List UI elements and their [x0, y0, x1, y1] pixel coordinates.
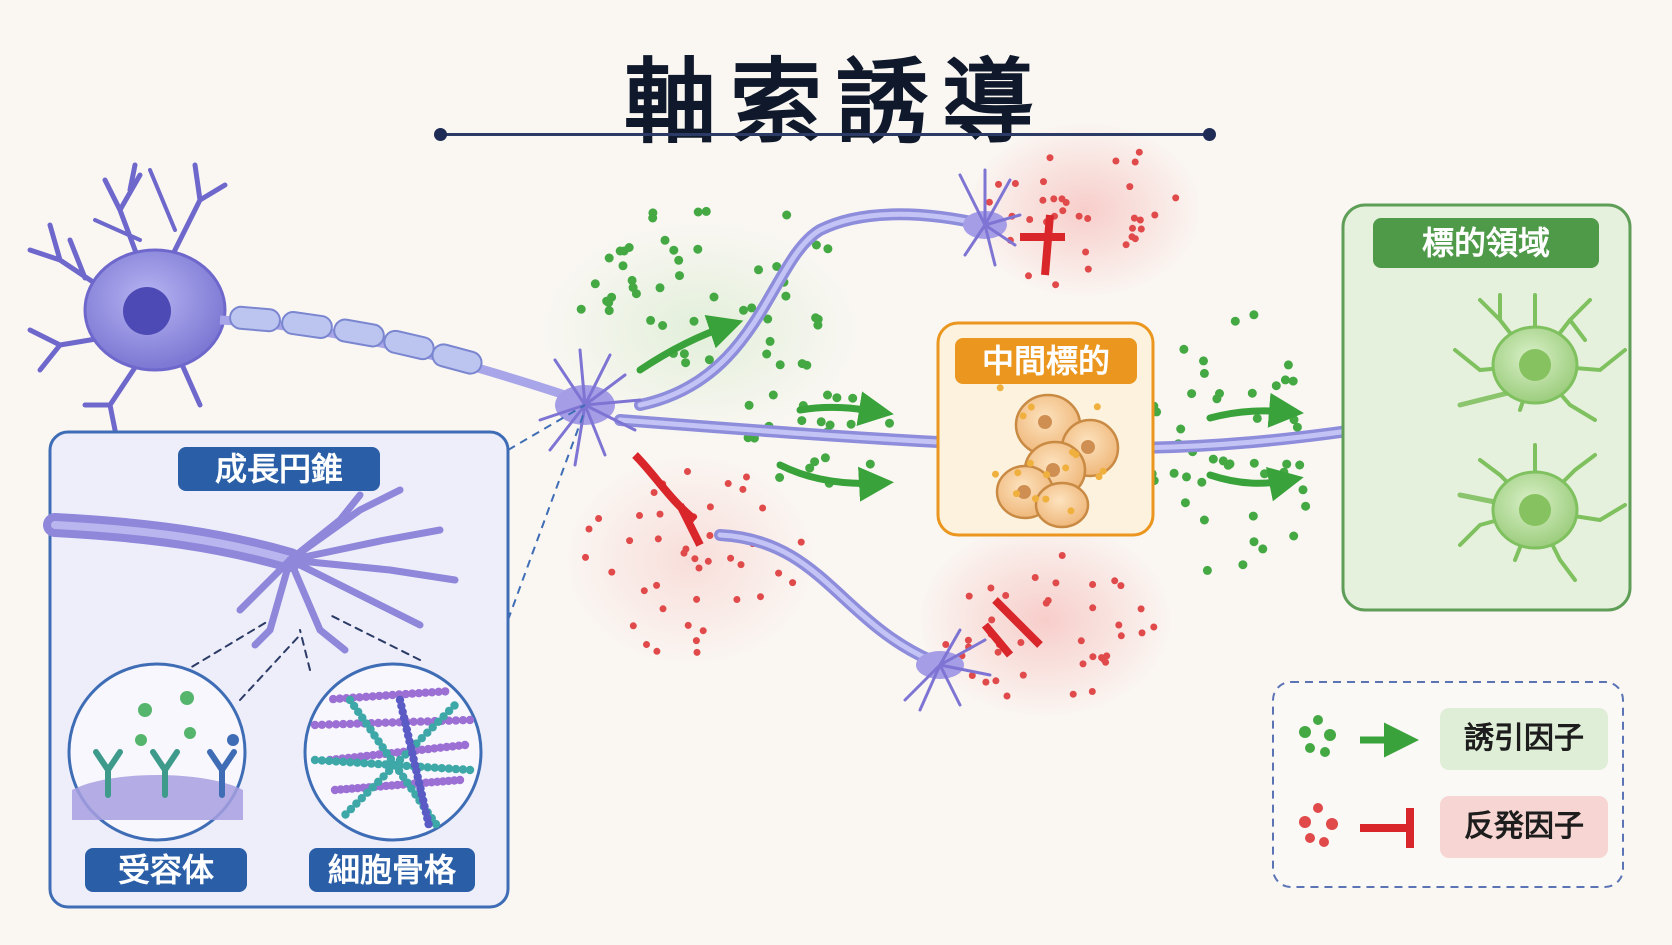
repellent-glow-left	[560, 450, 820, 670]
repellent-glow-bottom	[915, 520, 1175, 720]
growth-cone-bottom	[903, 628, 992, 712]
title-underline	[434, 128, 1216, 141]
receptor-label: 受容体	[85, 848, 247, 892]
attraction-arrows	[636, 315, 1304, 502]
target-somas	[1491, 325, 1579, 550]
source-neuron	[27, 162, 228, 433]
source-nucleus	[123, 287, 171, 335]
repellent-dots	[582, 148, 1180, 700]
page-title: 軸索誘導	[623, 49, 1048, 156]
intermediate-cells	[995, 393, 1120, 529]
target-region-label: 標的領域	[1373, 218, 1599, 268]
cytoskeleton-circle	[303, 662, 483, 842]
cytoskeleton-label: 細胞骨格	[309, 848, 475, 892]
legend-repellent-label: 反発因子	[1440, 796, 1608, 858]
myelinated-axon	[219, 305, 582, 405]
inset-growth-cone	[43, 486, 459, 701]
repulsion-markers	[632, 214, 1065, 658]
inset-header-label: 成長円錐	[178, 447, 380, 491]
growth-cone-top	[958, 168, 1022, 267]
receptor-circle	[67, 662, 247, 842]
repellent-glow-top	[965, 120, 1205, 300]
intermediate-target-label: 中間標的	[955, 338, 1137, 384]
legend-attractant-label: 誘引因子	[1440, 708, 1608, 770]
